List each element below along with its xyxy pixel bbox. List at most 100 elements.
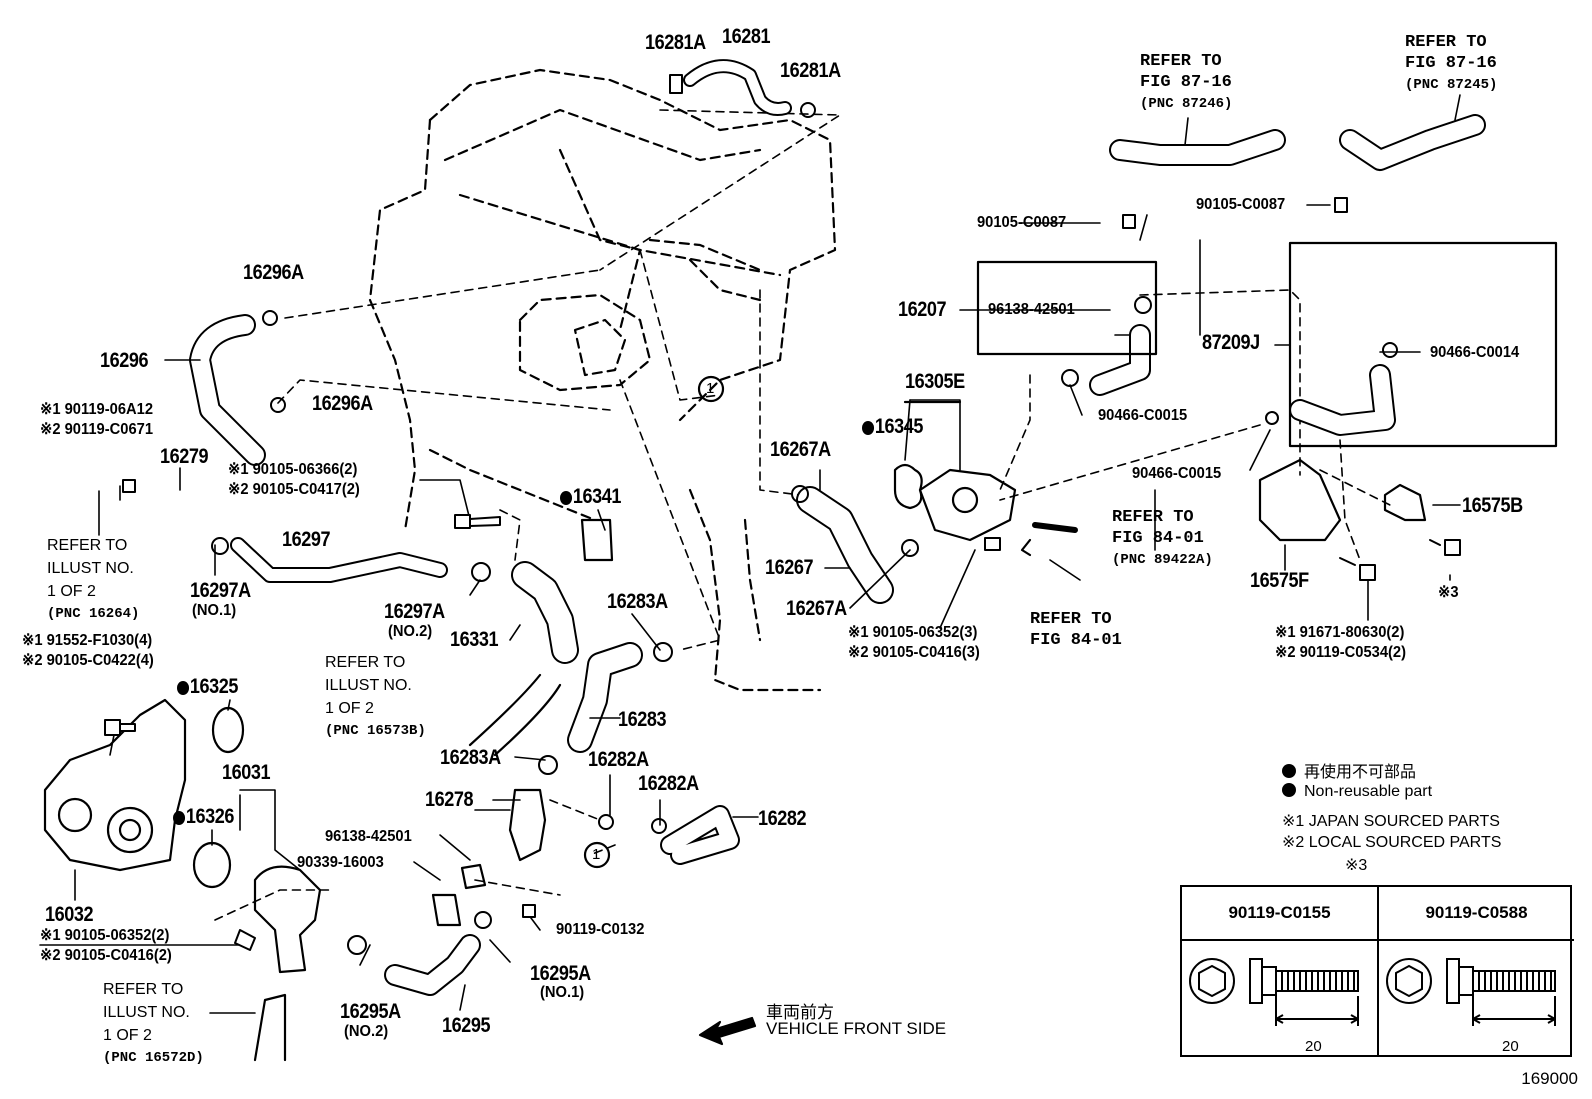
bolt-16297-line1: ※1 90105-06366(2) (228, 461, 358, 478)
label-16267: 16267 (765, 556, 814, 579)
front-note-en: VEHICLE FRONT SIDE (766, 1019, 947, 1038)
label-16331: 16331 (450, 628, 499, 651)
ref-16572D-line1: REFER TO (103, 981, 184, 998)
ref-16264-line2: ILLUST NO. (47, 560, 134, 577)
label-16295: 16295 (442, 1014, 491, 1037)
bolt-16279-line2: ※2 90119-C0671 (40, 421, 154, 438)
water-inlet-16031 (253, 865, 322, 974)
label-16297A-no2-sub: (NO.2) (388, 623, 433, 640)
legend-non-reusable-jp: 再使用不可部品 (1282, 758, 1416, 782)
part-90339 (431, 893, 462, 927)
label-16297A-no1-sub: (NO.1) (192, 602, 237, 619)
non-reusable-dot-icon (862, 421, 875, 435)
bolt-16575-line1: ※1 91671-80630(2) (1275, 624, 1405, 641)
label-16295A-no1: 16295A (530, 962, 591, 985)
spec-col-1-header: 90119-C0155 (1182, 887, 1377, 941)
non-reusable-dot-icon (1282, 764, 1296, 778)
bolt-pump-line1: ※1 91552-F1030(4) (22, 632, 153, 649)
ref-8401-line2: FIG 84-01 (1030, 631, 1122, 650)
label-96138-top: 96138-42501 (988, 301, 1075, 318)
spec-col-2: 90119-C0588 20 (1377, 887, 1574, 1055)
ref-circle-top-text: 1 (706, 380, 715, 397)
gasket-16345 (893, 463, 923, 510)
label-90466-C0015-b: 90466-C0015 (1132, 465, 1222, 482)
bracket-16575B (1383, 483, 1427, 522)
front-note-jp: 車両前方 (766, 1003, 834, 1022)
label-16345: 16345 (862, 416, 923, 437)
label-90339: 90339-16003 (297, 854, 384, 871)
label-16296A-top: 16296A (243, 261, 304, 284)
label-16281: 16281 (722, 25, 771, 48)
bolts (104, 197, 1461, 951)
ref-87246-line3: (PNC 87246) (1140, 96, 1233, 112)
label-16282A-right: 16282A (638, 772, 699, 795)
ref-89422A-line3: (PNC 89422A) (1112, 552, 1213, 568)
box-16207 (976, 260, 1158, 356)
label-16341: 16341 (560, 486, 621, 507)
ref-16572D-line4: (PNC 16572D) (103, 1050, 204, 1066)
illustration-code: 169000 (1521, 1069, 1578, 1088)
label-16283: 16283 (618, 708, 667, 731)
oring-16325 (211, 706, 245, 754)
water-pump-16032 (43, 698, 187, 872)
label-16031: 16031 (222, 761, 271, 784)
spec-col-2-header: 90119-C0588 (1379, 887, 1574, 941)
legend-local-sourced: ※2 LOCAL SOURCED PARTS (1282, 834, 1502, 851)
flange-bolt-icon (1386, 958, 1556, 1026)
bolt-16297-line2: ※2 90105-C0417(2) (228, 481, 360, 498)
label-16295A-no2: 16295A (340, 1000, 401, 1023)
ref-87245-line2: FIG 87-16 (1405, 54, 1497, 73)
ref-16573B-line1: REFER TO (325, 654, 406, 671)
bracket-16575F (1258, 458, 1342, 542)
part-96138 (460, 863, 487, 890)
oring-16326 (192, 841, 232, 889)
ref-87246-line1: REFER TO (1140, 52, 1222, 71)
bolt-spec-table: 90119-C0155 20 90119-C0588 (1180, 885, 1574, 1057)
leader-lines (39, 94, 1461, 1014)
label-16267A-top: 16267A (770, 438, 831, 461)
label-16325: 16325 (177, 676, 238, 697)
non-reusable-dot-icon (560, 491, 573, 505)
gasket-16341 (580, 518, 614, 562)
label-16283A-bot: 16283A (440, 746, 501, 769)
legend-japan-sourced: ※1 JAPAN SOURCED PARTS (1282, 813, 1500, 830)
spec-col-1: 90119-C0155 20 (1182, 887, 1377, 1055)
non-reusable-dot-icon (173, 811, 186, 825)
bolt-pump-line2: ※2 90105-C0422(4) (22, 652, 154, 669)
bolt-16279-line1: ※1 90119-06A12 (40, 401, 154, 418)
label-16305E: 16305E (905, 370, 965, 393)
label-16207: 16207 (898, 298, 947, 321)
label-90466-C0014: 90466-C0014 (1430, 344, 1520, 361)
bolt-16305-line2: ※2 90105-C0416(3) (848, 644, 980, 661)
label-16278: 16278 (425, 788, 474, 811)
label-16281A-top: 16281A (645, 31, 706, 54)
ref-16573B-line4: (PNC 16573B) (325, 723, 426, 739)
spec-col-2-dim: 20 (1502, 1038, 1519, 1055)
ref-circle-top (697, 375, 725, 403)
label-16032: 16032 (45, 903, 94, 926)
label-16575F: 16575F (1250, 569, 1309, 592)
label-16297A-no1: 16297A (190, 579, 251, 602)
ref-16572D-line2: ILLUST NO. (103, 1004, 190, 1021)
label-96138-bottom: 96138-42501 (325, 828, 412, 845)
flange-bolt-icon (1189, 958, 1359, 1026)
label-16267A-bot: 16267A (786, 597, 847, 620)
label-16296A-mid: 16296A (312, 392, 373, 415)
ref-87246-line2: FIG 87-16 (1140, 73, 1232, 92)
ref-16573B-line3: 1 OF 2 (325, 700, 374, 717)
label-16282: 16282 (758, 807, 807, 830)
label-16297: 16297 (282, 528, 331, 551)
ref-circle-bottom-text: 1 (592, 846, 601, 863)
legend-star3: ※3 (1345, 857, 1368, 874)
water-outlet-16305E (918, 468, 1017, 542)
ref-89422A-line2: FIG 84-01 (1112, 529, 1204, 548)
ref-87245-line1: REFER TO (1405, 33, 1487, 52)
ref-16573B-line2: ILLUST NO. (325, 677, 412, 694)
label-16282A-left: 16282A (588, 748, 649, 771)
label-16297A-no2: 16297A (384, 600, 445, 623)
legend-non-reusable-en: Non-reusable part (1282, 783, 1432, 801)
bolt-16305-line1: ※1 90105-06352(3) (848, 624, 978, 641)
ref-89422A-line1: REFER TO (1112, 508, 1194, 527)
ref-16264-line3: 1 OF 2 (47, 583, 96, 600)
